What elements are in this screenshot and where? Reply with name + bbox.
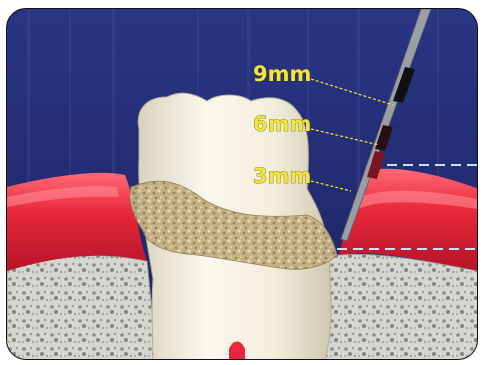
probe-mark-label-9mm: 9mm — [253, 62, 311, 86]
illustration-frame: 9mm 6mm 3mm — [6, 8, 478, 360]
alveolar-bone — [7, 256, 157, 360]
probe-mark-label-6mm: 6mm — [253, 112, 311, 136]
periodontal-pocket-illustration: 9mm 6mm 3mm — [7, 9, 478, 360]
probe-mark-label-3mm: 3mm — [253, 164, 311, 188]
alveolar-bone-right — [323, 254, 478, 360]
